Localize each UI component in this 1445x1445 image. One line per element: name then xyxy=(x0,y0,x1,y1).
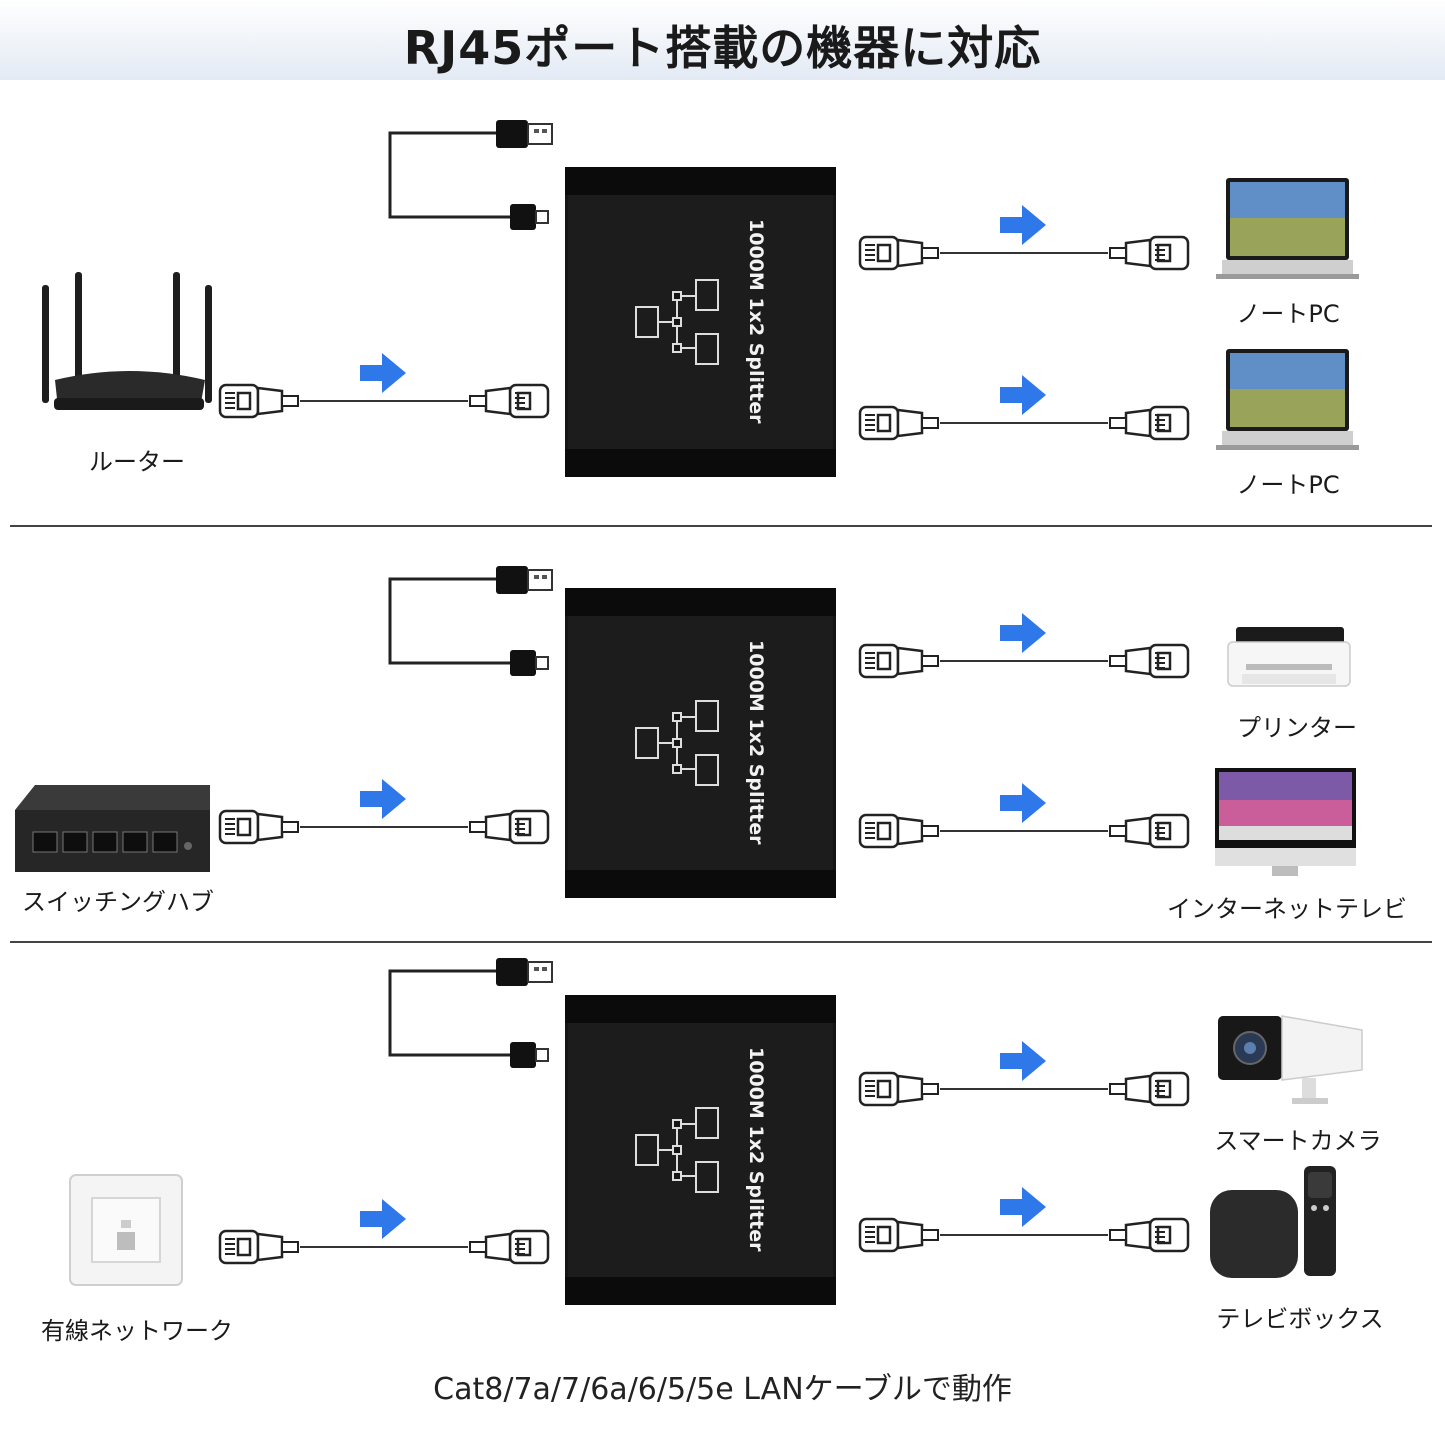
ethernet-plug-icon xyxy=(218,383,299,419)
router-icon xyxy=(42,272,212,410)
output-label-laptop-1: ノートPC xyxy=(1236,300,1340,328)
section-divider xyxy=(10,941,1432,943)
ethernet-plug-icon xyxy=(1109,235,1190,271)
printer-icon xyxy=(1227,627,1351,687)
network-topology-icon xyxy=(635,700,719,786)
right-arrow-icon xyxy=(1000,1041,1046,1081)
ethernet-plug-icon xyxy=(1109,1071,1190,1107)
section-divider xyxy=(10,525,1432,527)
ethernet-plug-icon xyxy=(1109,405,1190,441)
splitter-device: 1000M 1x2 Splitter xyxy=(565,167,836,477)
right-arrow-icon xyxy=(360,779,406,819)
smart-camera-icon xyxy=(1218,1015,1363,1104)
header-band xyxy=(0,0,1445,80)
right-arrow-icon xyxy=(1000,375,1046,415)
switching-hub-icon xyxy=(15,785,210,872)
splitter-device: 1000M 1x2 Splitter xyxy=(565,995,836,1305)
source-label-wired-network: 有線ネットワーク xyxy=(41,1317,233,1345)
ethernet-plug-icon xyxy=(858,1071,939,1107)
output-label-smart-camera: スマートカメラ xyxy=(1214,1127,1382,1155)
right-arrow-icon xyxy=(360,1199,406,1239)
output-label-tv-box: テレビボックス xyxy=(1216,1305,1384,1333)
source-label-switching-hub: スイッチングハブ xyxy=(22,888,214,916)
footer-note: Cat8/7a/7/6a/6/5/5e LANケーブルで動作 xyxy=(433,1372,1012,1407)
splitter-label: 1000M 1x2 Splitter xyxy=(745,1047,767,1252)
ethernet-plug-icon xyxy=(469,383,550,419)
ethernet-plug-icon xyxy=(858,813,939,849)
usb-power-cable xyxy=(388,566,553,676)
ethernet-plug-icon xyxy=(469,1229,550,1265)
page-title: RJ45ポート搭載の機器に対応 xyxy=(403,21,1042,75)
tv-box-icon xyxy=(1210,1166,1336,1278)
source-label-router: ルーター xyxy=(89,448,185,476)
ethernet-plug-icon xyxy=(1109,813,1190,849)
ethernet-plug-icon xyxy=(858,643,939,679)
ethernet-plug-icon xyxy=(218,1229,299,1265)
usb-power-cable xyxy=(388,120,553,230)
ethernet-plug-icon xyxy=(1109,1217,1190,1253)
ethernet-plug-icon xyxy=(858,1217,939,1253)
tv-icon xyxy=(1215,768,1356,876)
splitter-device: 1000M 1x2 Splitter xyxy=(565,588,836,898)
network-topology-icon xyxy=(635,279,719,365)
right-arrow-icon xyxy=(1000,1187,1046,1227)
laptop-icon xyxy=(1216,178,1359,279)
ethernet-plug-icon xyxy=(469,809,550,845)
laptop-icon xyxy=(1216,349,1359,450)
ethernet-plug-icon xyxy=(858,405,939,441)
splitter-label: 1000M 1x2 Splitter xyxy=(745,640,767,845)
right-arrow-icon xyxy=(360,353,406,393)
splitter-label: 1000M 1x2 Splitter xyxy=(745,219,767,424)
wall-lan-port-icon xyxy=(69,1174,183,1286)
usb-power-cable xyxy=(388,958,553,1068)
ethernet-plug-icon xyxy=(1109,643,1190,679)
output-label-internet-tv: インターネットテレビ xyxy=(1167,895,1407,923)
output-label-printer: プリンター xyxy=(1237,714,1357,742)
right-arrow-icon xyxy=(1000,783,1046,823)
right-arrow-icon xyxy=(1000,205,1046,245)
output-label-laptop-2: ノートPC xyxy=(1236,471,1340,499)
ethernet-plug-icon xyxy=(218,809,299,845)
network-topology-icon xyxy=(635,1107,719,1193)
ethernet-plug-icon xyxy=(858,235,939,271)
right-arrow-icon xyxy=(1000,613,1046,653)
